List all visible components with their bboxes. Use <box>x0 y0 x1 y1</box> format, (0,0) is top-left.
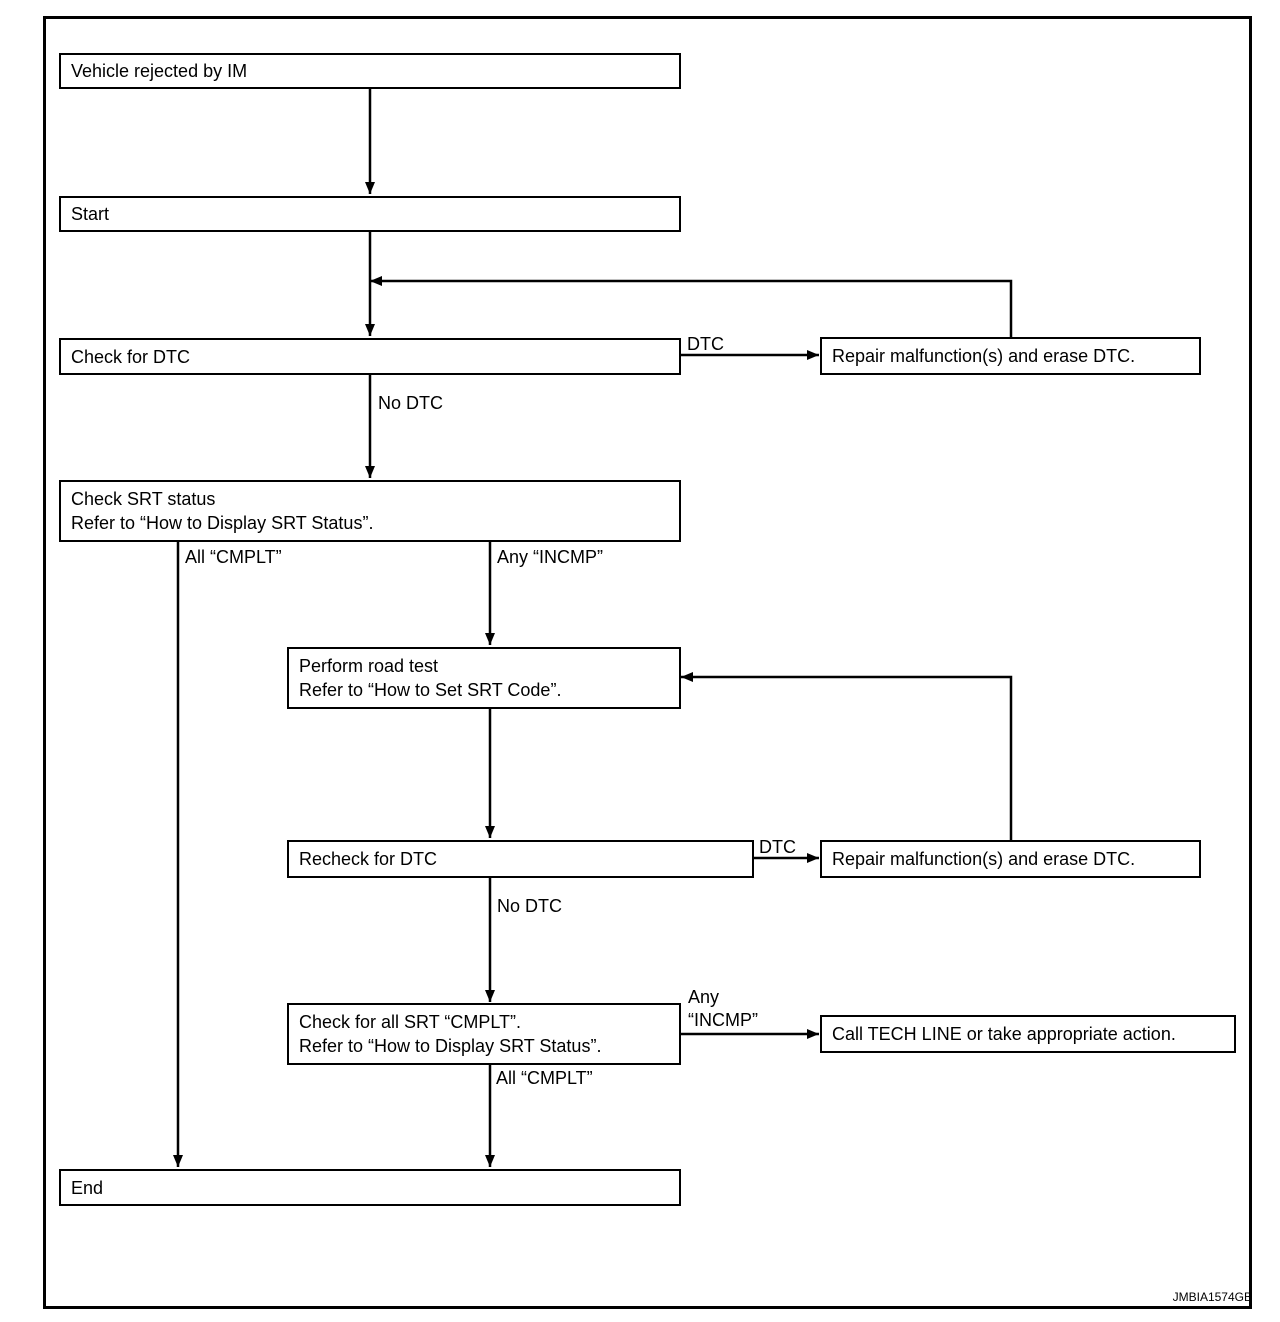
node-road-test: Perform road test Refer to “How to Set S… <box>287 647 681 709</box>
edge-repair-1-to-check-dtc <box>370 276 1013 338</box>
node-start: Start <box>59 196 681 232</box>
node-check-srt-line-2: Refer to “How to Display SRT Status”. <box>71 513 374 533</box>
edge-label-recheck-dtc-to-check-all-srt: No DTC <box>497 896 563 916</box>
node-road-test-line-2: Refer to “How to Set SRT Code”. <box>299 680 562 700</box>
figure-code: JMBIA1574GB <box>1172 1290 1252 1304</box>
node-end: End <box>59 1169 681 1206</box>
node-check-dtc: Check for DTC <box>59 338 681 375</box>
node-end-line-1: End <box>71 1177 104 1198</box>
edge-repair-2-to-road-test <box>681 672 1013 840</box>
node-check-srt-line-1: Check SRT status <box>71 489 216 509</box>
node-call-tech-line-1: Call TECH LINE or take appropriate actio… <box>832 1024 1176 1044</box>
edge-label-check-dtc-to-repair-1: DTC <box>687 334 724 354</box>
node-repair-2-line-1: Repair malfunction(s) and erase DTC. <box>832 849 1136 869</box>
edge-label-check-srt-to-road-test: Any “INCMP” <box>497 547 604 567</box>
node-road-test-line-1: Perform road test <box>299 656 439 676</box>
node-check-srt: Check SRT status Refer to “How to Displa… <box>59 480 681 542</box>
node-vehicle-rejected-line-1: Vehicle rejected by IM <box>71 61 248 81</box>
edge-label-check-dtc-to-check-srt: No DTC <box>378 393 444 413</box>
edge-label-check-all-srt-to-call-tech-line-2: “INCMP” <box>688 1010 758 1030</box>
node-check-all-srt: Check for all SRT “CMPLT”. Refer to “How… <box>287 1003 681 1065</box>
node-recheck-dtc-line-1: Recheck for DTC <box>299 849 438 869</box>
node-vehicle-rejected: Vehicle rejected by IM <box>59 53 681 89</box>
edge-label-check-srt-to-end: All “CMPLT” <box>185 547 282 567</box>
node-check-all-srt-line-1: Check for all SRT “CMPLT”. <box>299 1012 522 1032</box>
node-repair-2: Repair malfunction(s) and erase DTC. <box>820 840 1201 878</box>
edge-label-check-all-srt-to-call-tech-line-1: Any <box>688 987 720 1007</box>
node-check-dtc-line-1: Check for DTC <box>71 346 191 367</box>
node-repair-1-line-1: Repair malfunction(s) and erase DTC. <box>832 346 1136 366</box>
node-repair-1: Repair malfunction(s) and erase DTC. <box>820 337 1201 375</box>
node-recheck-dtc: Recheck for DTC <box>287 840 754 878</box>
edge-label-check-all-srt-to-end: All “CMPLT” <box>496 1068 593 1088</box>
node-start-line-1: Start <box>71 204 110 224</box>
diagram-frame <box>43 16 1252 1309</box>
node-check-all-srt-line-2: Refer to “How to Display SRT Status”. <box>299 1036 602 1056</box>
edge-label-recheck-dtc-to-repair-2: DTC <box>759 837 796 857</box>
node-call-tech: Call TECH LINE or take appropriate actio… <box>820 1015 1236 1053</box>
